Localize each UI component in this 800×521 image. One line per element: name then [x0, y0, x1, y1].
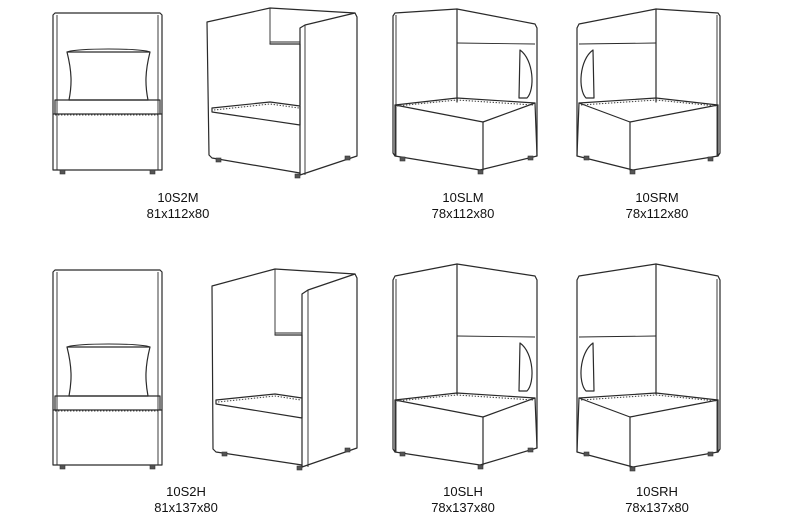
model-label-10srm: 10SRM 78x112x80 [587, 190, 727, 222]
model-code: 10SRH [636, 484, 678, 499]
chair-10s2m-perspective-view [206, 7, 358, 179]
chair-10s2h-front-view [52, 269, 163, 470]
model-label-10srh: 10SRH 78x137x80 [587, 484, 727, 516]
model-label-10s2m: 10S2M 81x112x80 [108, 190, 248, 222]
model-label-10slm: 10SLM 78x112x80 [393, 190, 533, 222]
model-dimensions: 78x112x80 [431, 206, 495, 221]
chair-10s2m-front-view [52, 12, 163, 175]
chair-10srh-view [576, 263, 721, 472]
model-dimensions: 78x112x80 [625, 206, 689, 221]
model-code: 10SRM [635, 190, 679, 205]
model-dimensions: 81x137x80 [154, 500, 218, 515]
chair-10slh-view [392, 263, 538, 470]
model-dimensions: 78x137x80 [431, 500, 495, 515]
model-dimensions: 78x137x80 [625, 500, 689, 515]
chair-10srm-view [576, 8, 721, 175]
chair-10slm-view [392, 8, 538, 175]
model-label-10s2h: 10S2H 81x137x80 [116, 484, 256, 516]
model-code: 10SLM [442, 190, 484, 205]
model-code: 10SLH [443, 484, 483, 499]
chair-10s2h-perspective-view [211, 268, 358, 471]
model-code: 10S2H [166, 484, 206, 499]
model-code: 10S2M [157, 190, 199, 205]
model-dimensions: 81x112x80 [146, 206, 210, 221]
model-label-10slh: 10SLH 78x137x80 [393, 484, 533, 516]
